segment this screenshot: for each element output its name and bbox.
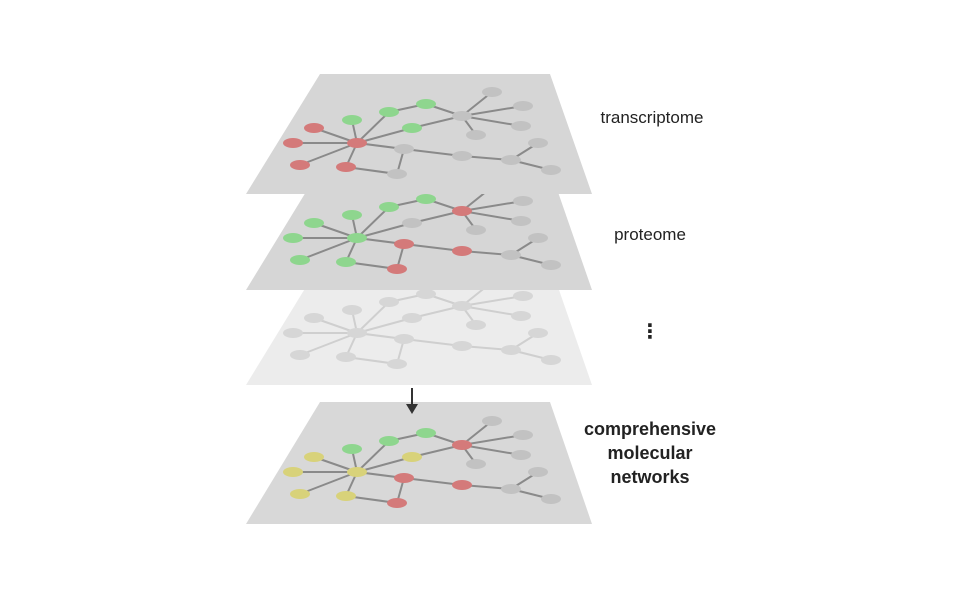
network-node — [347, 467, 367, 477]
network-node — [466, 320, 486, 330]
network-node — [452, 151, 472, 161]
network-node — [452, 111, 472, 121]
network-node — [387, 169, 407, 179]
network-node — [513, 291, 533, 301]
layer-plane — [246, 169, 592, 290]
network-node — [402, 123, 422, 133]
network-node — [347, 233, 367, 243]
network-node — [283, 328, 303, 338]
network-node — [402, 313, 422, 323]
network-node — [466, 225, 486, 235]
network-node — [387, 359, 407, 369]
network-node — [336, 491, 356, 501]
network-node — [394, 144, 414, 154]
down-arrow-icon — [406, 388, 418, 414]
network-node — [466, 130, 486, 140]
layer-plane — [246, 402, 592, 524]
label-line: comprehensive — [583, 419, 717, 439]
proteome-label: proteome — [614, 225, 686, 244]
network-node — [452, 341, 472, 351]
network-node — [452, 301, 472, 311]
network-node — [283, 467, 303, 477]
network-node — [541, 355, 561, 365]
network-node — [416, 99, 436, 109]
network-node — [528, 138, 548, 148]
network-node — [501, 345, 521, 355]
network-node — [466, 459, 486, 469]
network-node — [541, 494, 561, 504]
network-node — [304, 218, 324, 228]
network-node — [342, 444, 362, 454]
network-node — [511, 121, 531, 131]
network-node — [416, 289, 436, 299]
network-node — [394, 334, 414, 344]
network-node — [347, 138, 367, 148]
label-line: molecular — [607, 443, 693, 463]
network-node — [482, 87, 502, 97]
network-node — [347, 328, 367, 338]
network-node — [402, 218, 422, 228]
network-node — [452, 206, 472, 216]
network-node — [511, 216, 531, 226]
network-node — [528, 467, 548, 477]
network-node — [336, 162, 356, 172]
network-node — [416, 194, 436, 204]
network-node — [290, 350, 310, 360]
network-node — [283, 138, 303, 148]
network-node — [336, 352, 356, 362]
network-node — [336, 257, 356, 267]
network-node — [290, 489, 310, 499]
network-node — [541, 260, 561, 270]
network-node — [379, 202, 399, 212]
transcriptome-label: transcriptome — [600, 108, 704, 127]
network-node — [482, 416, 502, 426]
network-node — [290, 255, 310, 265]
comprehensive-networks-label: comprehensive molecular networks — [560, 417, 740, 489]
network-node — [416, 428, 436, 438]
network-node — [513, 430, 533, 440]
network-node — [379, 297, 399, 307]
ellipsis-label: ⋮ — [640, 321, 660, 343]
network-node — [387, 498, 407, 508]
network-node — [304, 452, 324, 462]
network-node — [452, 246, 472, 256]
network-node — [304, 313, 324, 323]
network-node — [342, 115, 362, 125]
network-node — [394, 473, 414, 483]
network-node — [402, 452, 422, 462]
network-node — [513, 196, 533, 206]
network-node — [342, 210, 362, 220]
network-node — [511, 311, 531, 321]
network-node — [513, 101, 533, 111]
network-node — [283, 233, 303, 243]
network-node — [394, 239, 414, 249]
network-node — [290, 160, 310, 170]
network-node — [379, 436, 399, 446]
network-node — [452, 440, 472, 450]
network-node — [511, 450, 531, 460]
network-node — [528, 328, 548, 338]
network-node — [501, 484, 521, 494]
network-node — [452, 480, 472, 490]
network-node — [528, 233, 548, 243]
label-line: networks — [610, 467, 690, 487]
layer-plane — [246, 74, 592, 194]
network-node — [501, 155, 521, 165]
network-node — [379, 107, 399, 117]
network-node — [342, 305, 362, 315]
network-node — [304, 123, 324, 133]
layer-additional-omics — [246, 264, 592, 385]
layer-proteome — [246, 169, 592, 290]
network-node — [501, 250, 521, 260]
network-node — [387, 264, 407, 274]
layer-comprehensive-networks — [246, 402, 592, 524]
network-node — [541, 165, 561, 175]
layer-plane — [246, 264, 592, 385]
layer-transcriptome — [246, 74, 592, 194]
